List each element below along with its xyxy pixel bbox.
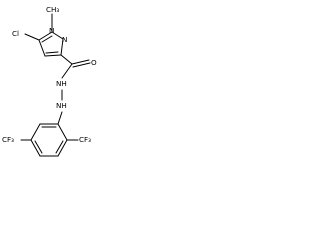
bond-c3-c4 [44,54,62,57]
bond-nh-aryl [57,111,63,125]
bond-benzene-inner-3 [55,140,64,154]
bond-c3-c4-double [45,51,59,54]
bond-benzene-2 [30,123,41,141]
hydrazide-nh-upper-label: NH [56,79,67,88]
chlorine-label: Cl [12,29,19,38]
bond-n1-n2 [51,31,64,40]
bond-c5-cl [24,33,40,41]
bond-c3-carbonyl [60,54,73,65]
bond-benzene-3 [30,139,41,157]
bond-c5-n1 [38,31,53,41]
bond-benzene-6 [57,123,68,141]
ring-nitrogen-label: N [62,35,67,44]
bond-c4-c5 [38,39,46,57]
atom-label-group: CH₃ Cl N N O NH NH CF₃ CF₃ [2,5,97,144]
bond-benzene-inner-2 [34,140,43,154]
bond-n2-c3 [60,38,64,56]
bond-carbonyl-nh [61,63,73,79]
bond-group [20,13,91,157]
hydrazide-nh-lower-label: NH [56,101,67,110]
cf3-left-label: CF₃ [2,135,14,144]
cf3-right-label: CF₃ [79,135,91,144]
chemical-structure-diagram: CH₃ Cl N N O NH NH CF₃ CF₃ [2,5,97,157]
bond-carbonyl-o [71,59,90,65]
methyl-label: CH₃ [46,5,59,14]
ring-nitrogen-methyl-label: N [49,26,54,35]
bond-benzene-5 [57,139,68,157]
bond-c5-n1-double [41,35,53,43]
bond-carbonyl-o-double [72,62,91,68]
carbonyl-oxygen-label: O [91,58,97,67]
